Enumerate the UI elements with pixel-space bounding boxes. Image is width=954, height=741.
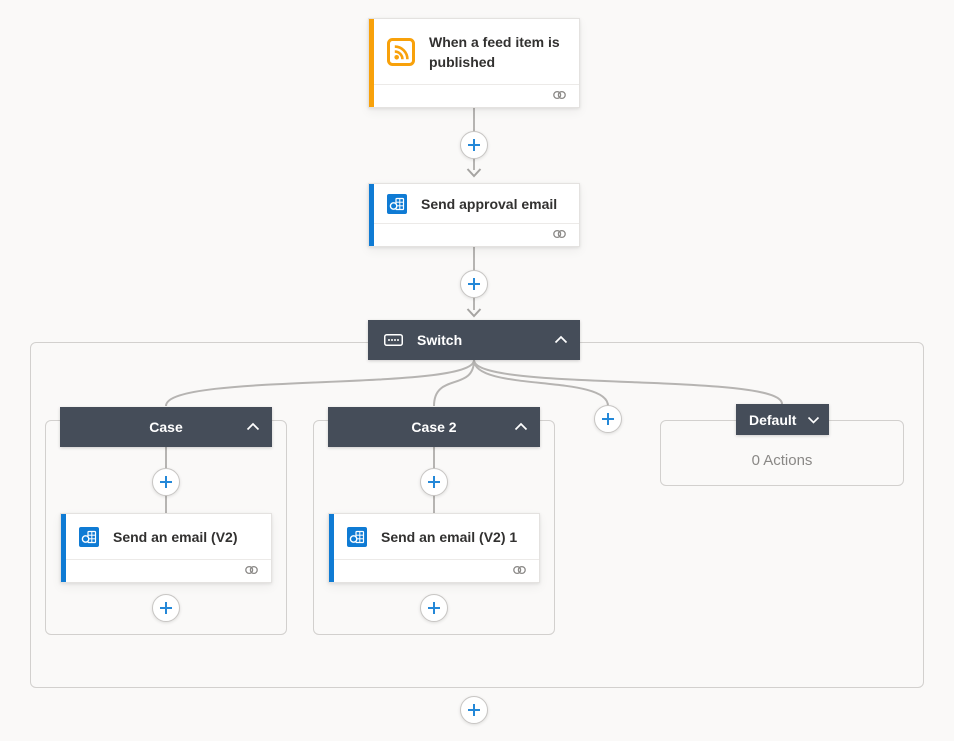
insert-step-button-case-1[interactable]	[152, 468, 180, 496]
email-accent-bar	[329, 514, 334, 582]
case2-label: Case 2	[411, 419, 457, 435]
switch-header[interactable]: Switch	[368, 320, 580, 360]
email-action-title: Send an email (V2)	[113, 528, 238, 545]
insert-step-button-case2-2[interactable]	[420, 594, 448, 622]
switch-icon	[384, 334, 403, 346]
approval-accent-bar	[369, 184, 374, 246]
outlook-icon	[79, 526, 99, 547]
email-action-card-2[interactable]: Send an email (V2) 1	[328, 513, 540, 583]
trigger-title: When a feed item is published	[429, 33, 560, 70]
rss-icon	[387, 37, 415, 66]
case-label: Case	[149, 419, 183, 435]
switch-label: Switch	[417, 332, 463, 348]
insert-step-button-1[interactable]	[460, 131, 488, 159]
default-actions-count: 0 Actions	[751, 452, 813, 469]
connection-link-icon	[552, 227, 567, 245]
email-action-card[interactable]: Send an email (V2)	[60, 513, 272, 583]
case2-header[interactable]: Case 2	[328, 407, 540, 447]
default-header[interactable]: Default	[736, 404, 829, 435]
connection-link-icon	[512, 563, 527, 581]
chevron-up-icon[interactable]	[246, 422, 260, 432]
default-label: Default	[749, 411, 797, 428]
outlook-icon	[387, 193, 407, 214]
new-step-button[interactable]	[460, 696, 488, 724]
approval-action-card[interactable]: Send approval email	[368, 183, 580, 247]
insert-step-button-case2-1[interactable]	[420, 468, 448, 496]
case-header[interactable]: Case	[60, 407, 272, 447]
outlook-icon	[347, 526, 367, 547]
email-accent-bar	[61, 514, 66, 582]
add-case-button[interactable]	[594, 405, 622, 433]
chevron-up-icon[interactable]	[514, 422, 528, 432]
trigger-accent-bar	[369, 19, 374, 107]
trigger-card[interactable]: When a feed item is published	[368, 18, 580, 108]
chevron-down-icon[interactable]	[807, 416, 820, 424]
connection-link-icon	[244, 563, 259, 581]
chevron-up-icon[interactable]	[554, 335, 568, 345]
insert-step-button-2[interactable]	[460, 270, 488, 298]
connection-link-icon	[552, 88, 567, 106]
email-action-title-2: Send an email (V2) 1	[381, 528, 518, 545]
approval-title: Send approval email	[421, 195, 558, 212]
insert-step-button-case-2[interactable]	[152, 594, 180, 622]
